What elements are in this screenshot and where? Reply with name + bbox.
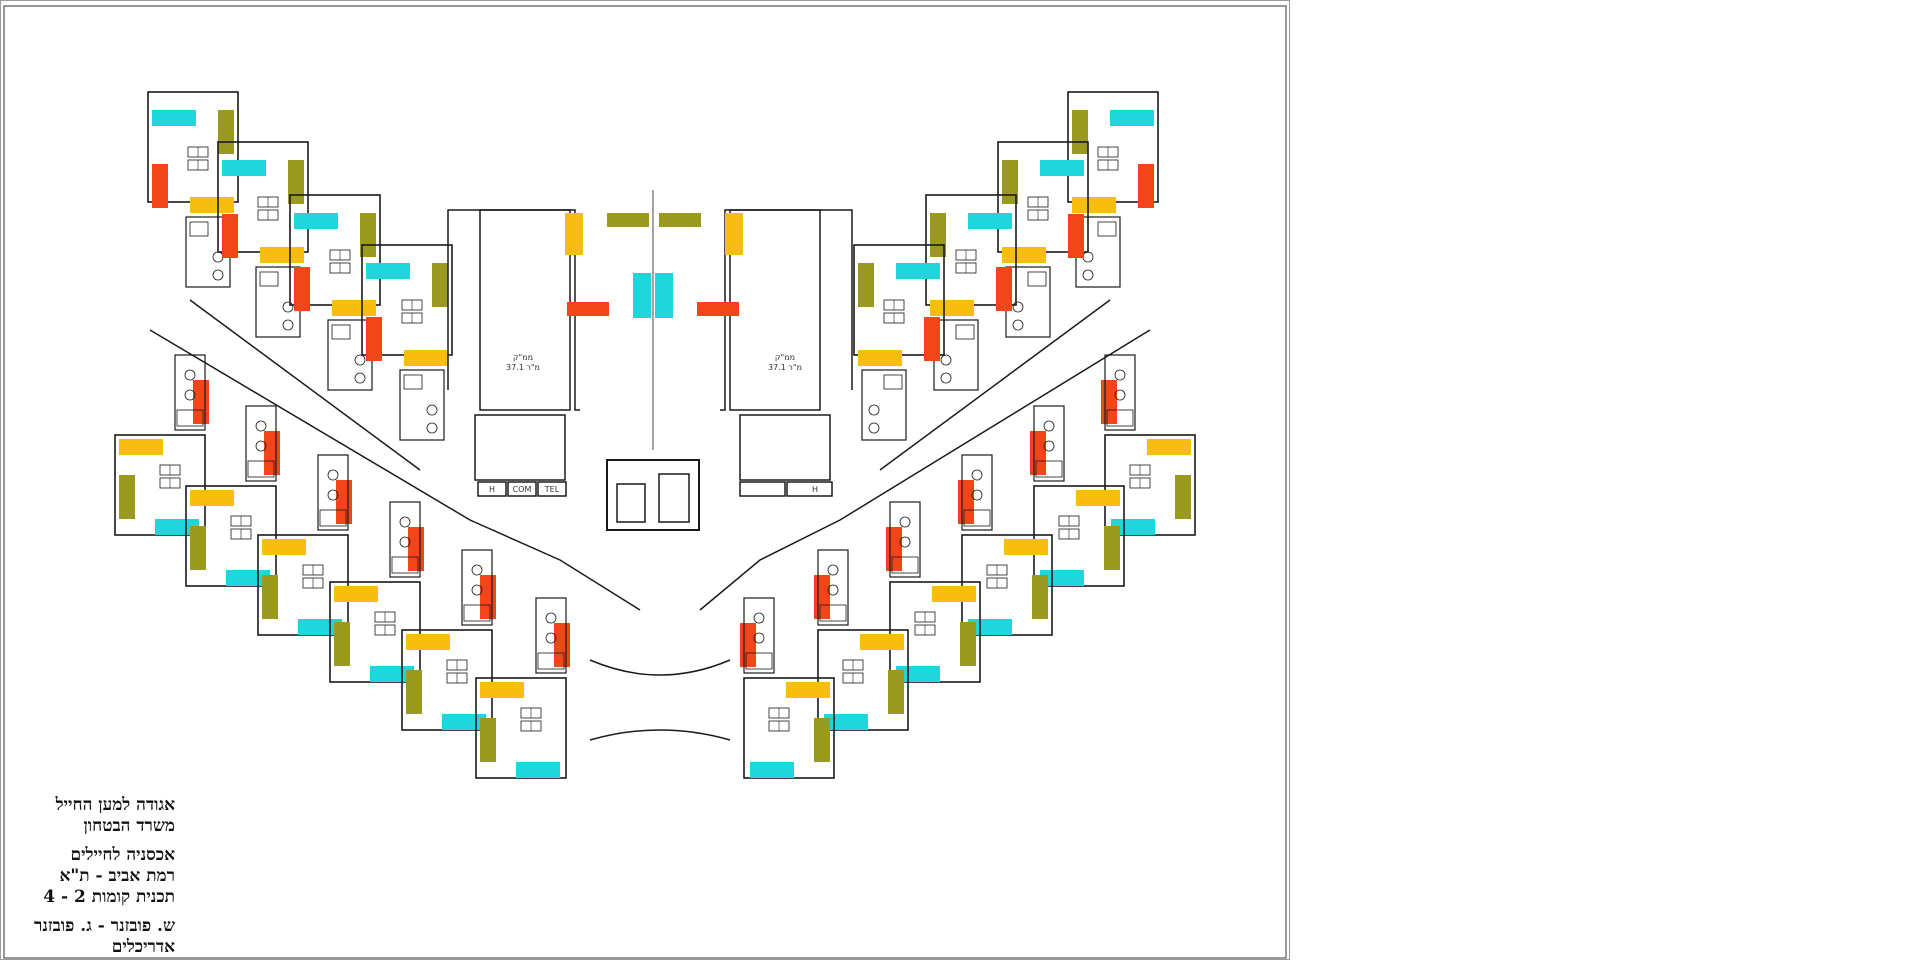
project-line-1: אכסניה לחיילים: [70, 845, 175, 865]
right-room-label-2: 37.1 מ"ר: [768, 363, 802, 372]
room-unit-right-upper-1: [1067, 91, 1159, 288]
room-unit-left-lower-2: [185, 405, 280, 587]
room-unit-right-lower-5: [814, 549, 909, 731]
room-unit-right-lower-6: [740, 597, 835, 779]
room-unit-right-upper-4: [853, 244, 945, 441]
shaft-label-tel: TEL: [544, 485, 560, 494]
left-stairs: [474, 414, 566, 481]
room-units: [114, 91, 1196, 779]
shaft-label-com: COM: [513, 485, 532, 494]
room-unit-left-upper-1: [147, 91, 239, 288]
room-unit-right-lower-3: [958, 454, 1053, 636]
right-room-label-1: ממ"ק: [775, 353, 795, 362]
right-stairs: [739, 414, 831, 481]
room-unit-left-lower-3: [257, 454, 352, 636]
room-unit-right-lower-4: [886, 501, 981, 683]
core-labels: ממ"ק 37.1 מ"ר ממ"ק 37.1 מ"ר H COM TEL H: [489, 353, 818, 494]
outer-frame: [0, 0, 1290, 960]
shaft-label-h-left: H: [489, 485, 495, 494]
project-line-2: רמת אביב - ת"א: [59, 866, 175, 886]
corridor-outline: [149, 299, 1151, 741]
central-core: [447, 190, 853, 531]
client-line-2: משרד הבטחון: [83, 816, 175, 836]
architects-line-1: ש. פובזנר - ג. פובזנר: [33, 916, 175, 936]
room-unit-left-upper-4: [361, 244, 453, 441]
room-unit-right-lower-2: [1030, 405, 1125, 587]
elevator-block: [606, 459, 700, 531]
room-unit-left-upper-3: [289, 194, 381, 391]
client-line-1: אגודה למען החייל: [55, 795, 175, 815]
room-unit-left-lower-1: [114, 354, 209, 536]
left-shelter-room: [479, 209, 571, 411]
room-unit-left-lower-4: [329, 501, 424, 683]
sheet-title: תכנית קומות 2 - 4: [43, 887, 175, 907]
room-unit-right-upper-3: [925, 194, 1017, 391]
shaft-label-h-right: H: [812, 485, 818, 494]
room-unit-right-lower-1: [1101, 354, 1196, 536]
title-block: אגודה למען החייל משרד הבטחון אכסניה לחיי…: [10, 795, 175, 958]
architects-line-2: אדריכלים: [111, 937, 175, 957]
room-unit-left-upper-2: [217, 141, 309, 338]
room-unit-left-lower-6: [475, 597, 570, 779]
right-shelter-room: [729, 209, 821, 411]
left-room-label-1: ממ"ק: [513, 353, 533, 362]
left-room-label-2: 37.1 מ"ר: [506, 363, 540, 372]
room-unit-left-lower-5: [401, 549, 496, 731]
inner-frame: [3, 5, 1287, 959]
